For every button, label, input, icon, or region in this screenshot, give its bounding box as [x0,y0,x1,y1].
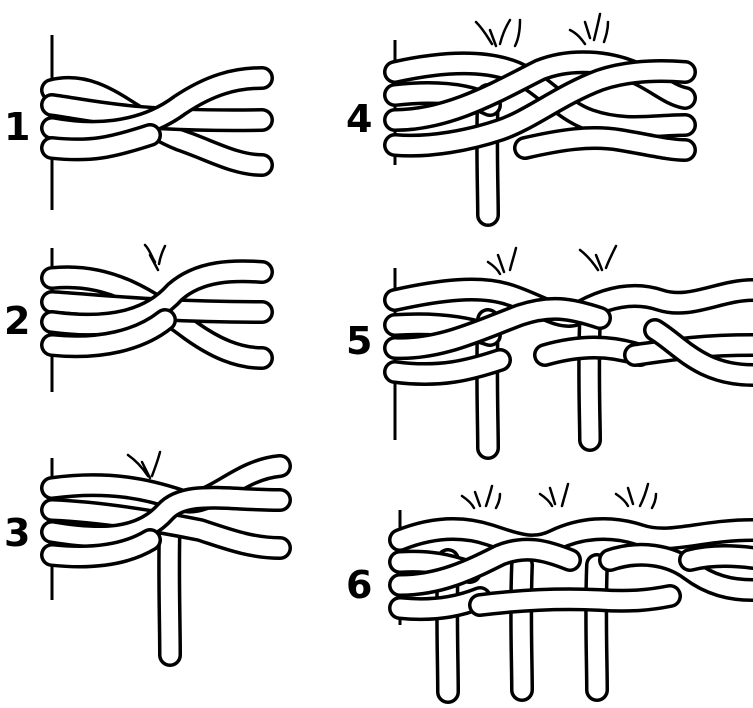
braid-step-1 [52,35,262,210]
braid-step-3 [52,452,280,655]
braid-step-5 [395,246,753,448]
braid-step-4 [395,14,685,215]
braid-step-2 [52,245,262,392]
braid-step-6 [400,484,753,692]
